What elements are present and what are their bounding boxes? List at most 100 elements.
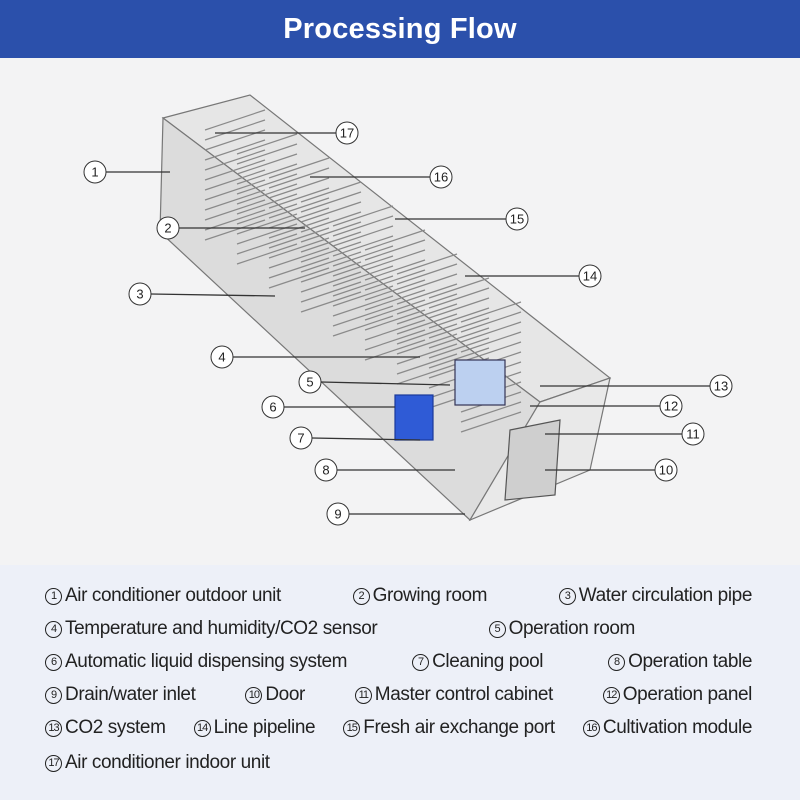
callout-8: 8 <box>314 458 455 482</box>
legend-label: CO2 system <box>65 717 166 738</box>
callout-13: 13 <box>540 374 733 398</box>
page-title: Processing Flow <box>283 12 517 45</box>
callout-14: 14 <box>465 264 602 288</box>
callout-circle <box>335 121 359 145</box>
callout-number: 2 <box>164 221 171 236</box>
callout-number: 8 <box>322 463 329 478</box>
callout-circle <box>261 395 285 419</box>
legend-number: 7 <box>412 653 430 671</box>
legend-number: 8 <box>608 653 626 671</box>
legend-label: Fresh air exchange port <box>363 717 555 738</box>
callout-number: 15 <box>510 212 524 227</box>
legend-label: Door <box>265 684 305 705</box>
callout-circle <box>83 160 107 184</box>
callout-circle <box>681 422 705 446</box>
callout-circle <box>314 458 338 482</box>
callout-circle <box>156 216 180 240</box>
callout-17: 17 <box>215 121 359 145</box>
legend-number: 2 <box>352 587 370 605</box>
callout-15: 15 <box>395 207 529 231</box>
legend-number: 12 <box>602 686 620 704</box>
callout-7: 7 <box>289 426 421 450</box>
legend-number: 11 <box>354 686 372 704</box>
callout-circle <box>128 282 152 306</box>
legend-number: 14 <box>193 719 211 737</box>
callout-number: 16 <box>434 170 448 185</box>
callout-1: 1 <box>83 160 170 184</box>
callout-11: 11 <box>545 422 705 446</box>
legend-label: Cleaning pool <box>432 651 544 672</box>
legend-label: Drain/water inlet <box>65 684 196 705</box>
callout-6: 6 <box>261 395 395 419</box>
callout-4: 4 <box>210 345 420 369</box>
legend-label: Growing room <box>372 585 488 606</box>
callout-line <box>150 293 276 297</box>
legend-label: Operation panel <box>622 684 753 705</box>
callout-number: 12 <box>664 399 678 414</box>
callout-number: 7 <box>297 431 304 446</box>
callout-number: 14 <box>583 269 597 284</box>
callout-2: 2 <box>156 216 305 240</box>
callout-circle <box>659 394 683 418</box>
callout-number: 11 <box>686 427 700 442</box>
liquid-dispensing-unit <box>394 394 434 441</box>
legend-number: 5 <box>488 620 506 638</box>
callout-number: 17 <box>340 126 354 141</box>
callout-circle <box>210 345 234 369</box>
legend-label: Cultivation module <box>602 717 753 738</box>
callout-5: 5 <box>298 370 451 394</box>
legend-label: Air conditioner outdoor unit <box>65 585 281 606</box>
callout-circle <box>709 374 733 398</box>
callout-line <box>320 381 451 386</box>
callout-circle <box>578 264 602 288</box>
container-illustration <box>159 94 612 522</box>
callout-number: 13 <box>714 379 728 394</box>
legend-number: 1 <box>45 587 62 605</box>
legend-number: 4 <box>45 620 62 638</box>
legend-label: Line pipeline <box>213 717 316 738</box>
legend-label: Temperature and humidity/CO2 sensor <box>65 618 378 639</box>
legend-label: Operation table <box>628 651 752 672</box>
callout-9: 9 <box>326 502 465 526</box>
callout-number: 3 <box>136 287 143 302</box>
callout-number: 1 <box>91 165 98 180</box>
callout-circle <box>326 502 350 526</box>
callout-circle <box>298 370 322 394</box>
legend-number: 15 <box>343 719 361 737</box>
legend-number: 17 <box>45 754 62 772</box>
callout-circle <box>505 207 529 231</box>
callout-line <box>311 437 421 441</box>
callout-12: 12 <box>530 394 683 418</box>
callout-circle <box>429 165 453 189</box>
callout-number: 9 <box>334 507 341 522</box>
legend-label: Water circulation pipe <box>578 585 753 606</box>
callout-number: 6 <box>269 400 276 415</box>
callout-3: 3 <box>128 282 276 306</box>
legend-number: 10 <box>245 686 263 704</box>
callout-16: 16 <box>310 165 453 189</box>
legend-label: Operation room <box>508 618 636 639</box>
legend-number: 16 <box>582 719 600 737</box>
